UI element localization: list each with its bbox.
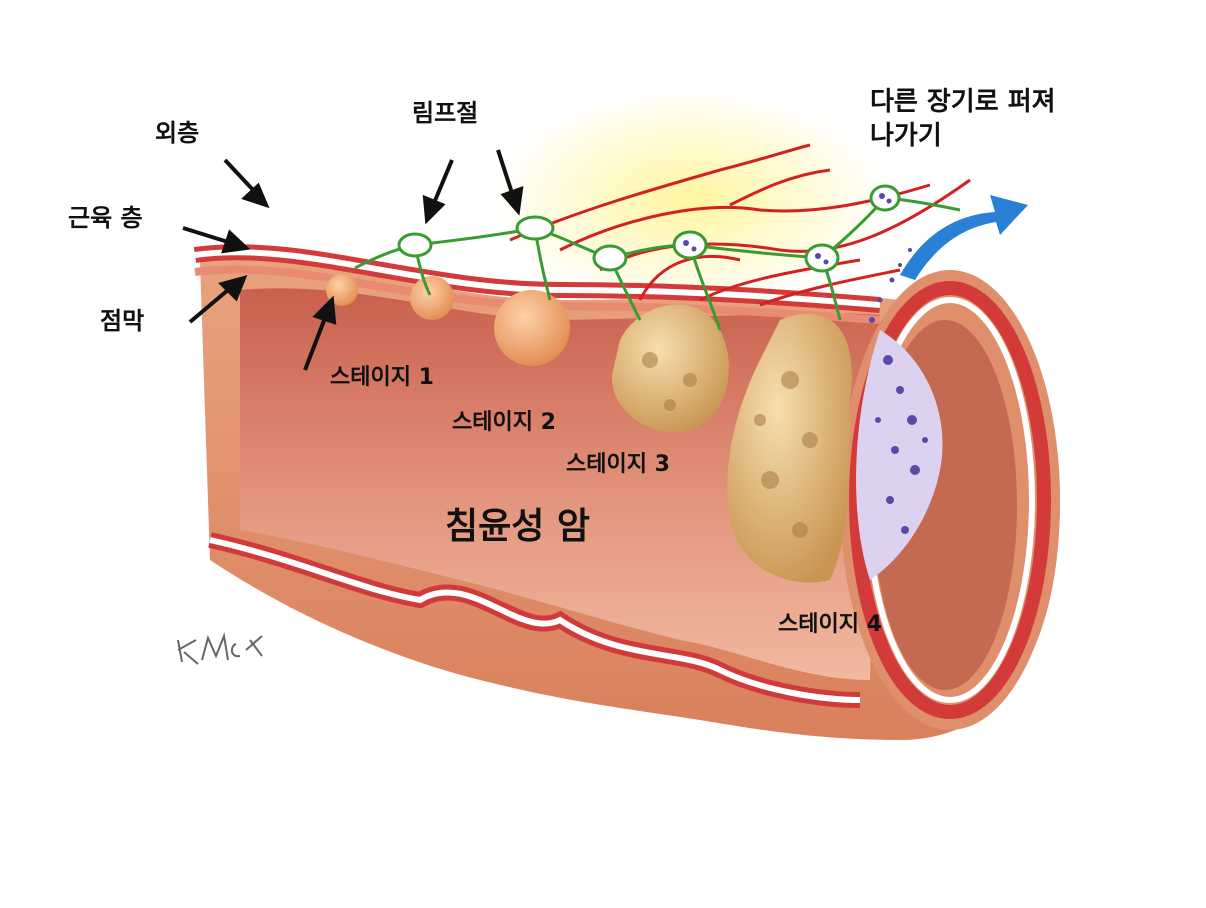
spread-arrow [900,195,1028,280]
lymph-node-5 [806,245,838,271]
lymph-node-1 [399,234,431,256]
label-stage-3: 스테이지 3 [566,452,670,477]
label-muscle-layer: 근육 층 [68,205,143,233]
label-stage-4: 스테이지 4 [778,612,882,637]
label-invasive-cancer: 침윤성 암 [445,506,590,547]
label-serosa: 외층 [155,120,199,148]
label-lymph-node: 림프절 [412,100,478,128]
tumor-stage-2 [494,290,570,366]
tumor-stage-1b [410,276,454,320]
label-stage-1: 스테이지 1 [330,365,434,390]
label-spread: 다른 장기로 퍼져 나가기 [870,86,1056,154]
glow [490,90,890,310]
lymph-node-2 [517,217,553,239]
label-mucosa: 점막 [100,308,144,336]
lymph-node-3 [594,246,626,270]
label-stage-2: 스테이지 2 [452,410,556,435]
lymph-node-4 [674,232,706,258]
lymph-node-6 [871,186,899,210]
